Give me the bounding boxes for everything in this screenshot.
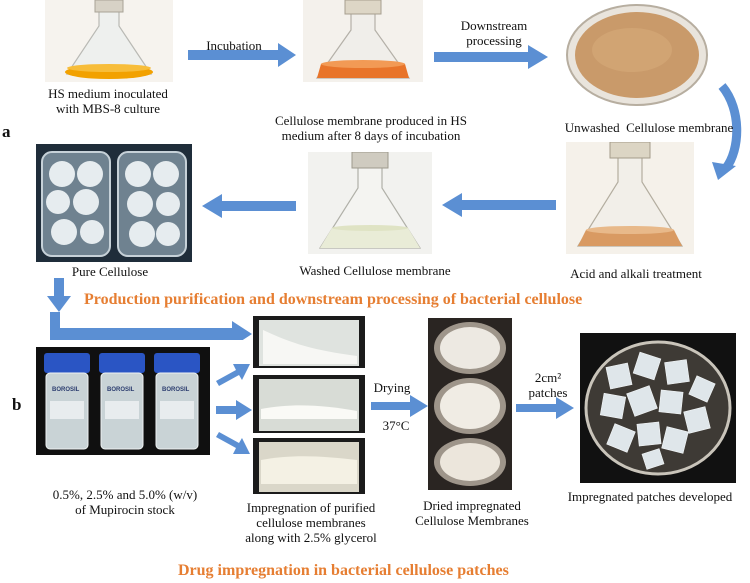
unwashed-label: Unwashed Cellulose membrane: [564, 120, 734, 135]
incubation-label: Incubation: [206, 38, 262, 53]
pure-cellulose-boxes-photo: [36, 144, 192, 262]
patches-developed-label: Impregnated patches developed: [567, 489, 733, 504]
dried-membranes-photo: [428, 318, 512, 490]
patch-size-label: 2cm² patches: [528, 370, 568, 400]
incubation-arrow: [188, 43, 296, 67]
impregnation-label: Impregnation of purified cellulose membr…: [245, 500, 377, 545]
washed-to-pure-arrow: [202, 194, 296, 218]
impregnation-beaker-3-photo: [253, 438, 365, 494]
impregnated-patches-photo: [580, 333, 736, 483]
pure-cellulose-label: Pure Cellulose: [71, 264, 149, 279]
curved-arrow: [718, 83, 742, 171]
impregnation-beaker-2-photo: [253, 375, 365, 433]
dried-membranes-label: Dried impregnated Cellulose Membranes: [415, 498, 529, 528]
impregnation-beaker-1-photo: [253, 316, 365, 368]
washed-label: Washed Cellulose membrane: [299, 263, 451, 278]
washed-membrane-flask-photo: [308, 152, 432, 254]
temperature-label: 37°C: [382, 418, 410, 433]
bottle-to-beaker-2-arrow: [216, 400, 252, 420]
pure-down-arrow: [47, 278, 71, 312]
downstream-label: Downstream processing: [460, 18, 528, 48]
bottle-label-2: BOROSIL: [107, 387, 135, 393]
hs-medium-label: HS medium inoculated with MBS-8 culture: [48, 86, 168, 116]
drying-arrow: [371, 395, 428, 417]
membrane-hs-label: Cellulose membrane produced in HS medium…: [274, 113, 468, 143]
downstream-arrow: [434, 45, 548, 69]
hs-medium-flask-photo: [45, 0, 173, 82]
section-a-title: Production purification and downstream p…: [84, 291, 583, 308]
bottle-to-beaker-1-arrow: [216, 364, 250, 386]
bottle-to-beaker-3-arrow: [216, 432, 250, 454]
panel-b-letter: b: [12, 395, 22, 414]
acid-alkali-label: Acid and alkali treatment: [570, 266, 702, 281]
acid-to-washed-arrow: [442, 193, 556, 217]
patches-arrow: [516, 397, 574, 419]
mupirocin-stock-label: 0.5%, 2.5% and 5.0% (w/v) of Mupirocin s…: [52, 487, 198, 517]
acid-alkali-flask-photo: [566, 142, 694, 254]
bottle-label-1: BOROSIL: [52, 387, 80, 393]
unwashed-membrane-dish-photo: [562, 0, 712, 110]
panel-a-letter: a: [2, 122, 11, 141]
mupirocin-bottles-photo: BOROSIL BOROSIL BOROSIL: [36, 347, 210, 455]
elbow-arrow: [50, 312, 252, 340]
section-b-title: Drug impregnation in bacterial cellulose…: [178, 562, 509, 579]
membrane-flask-photo: [303, 0, 423, 82]
bottle-label-3: BOROSIL: [162, 387, 190, 393]
flow-arrows-section-a: [47, 43, 742, 340]
drying-label: Drying: [373, 380, 411, 395]
